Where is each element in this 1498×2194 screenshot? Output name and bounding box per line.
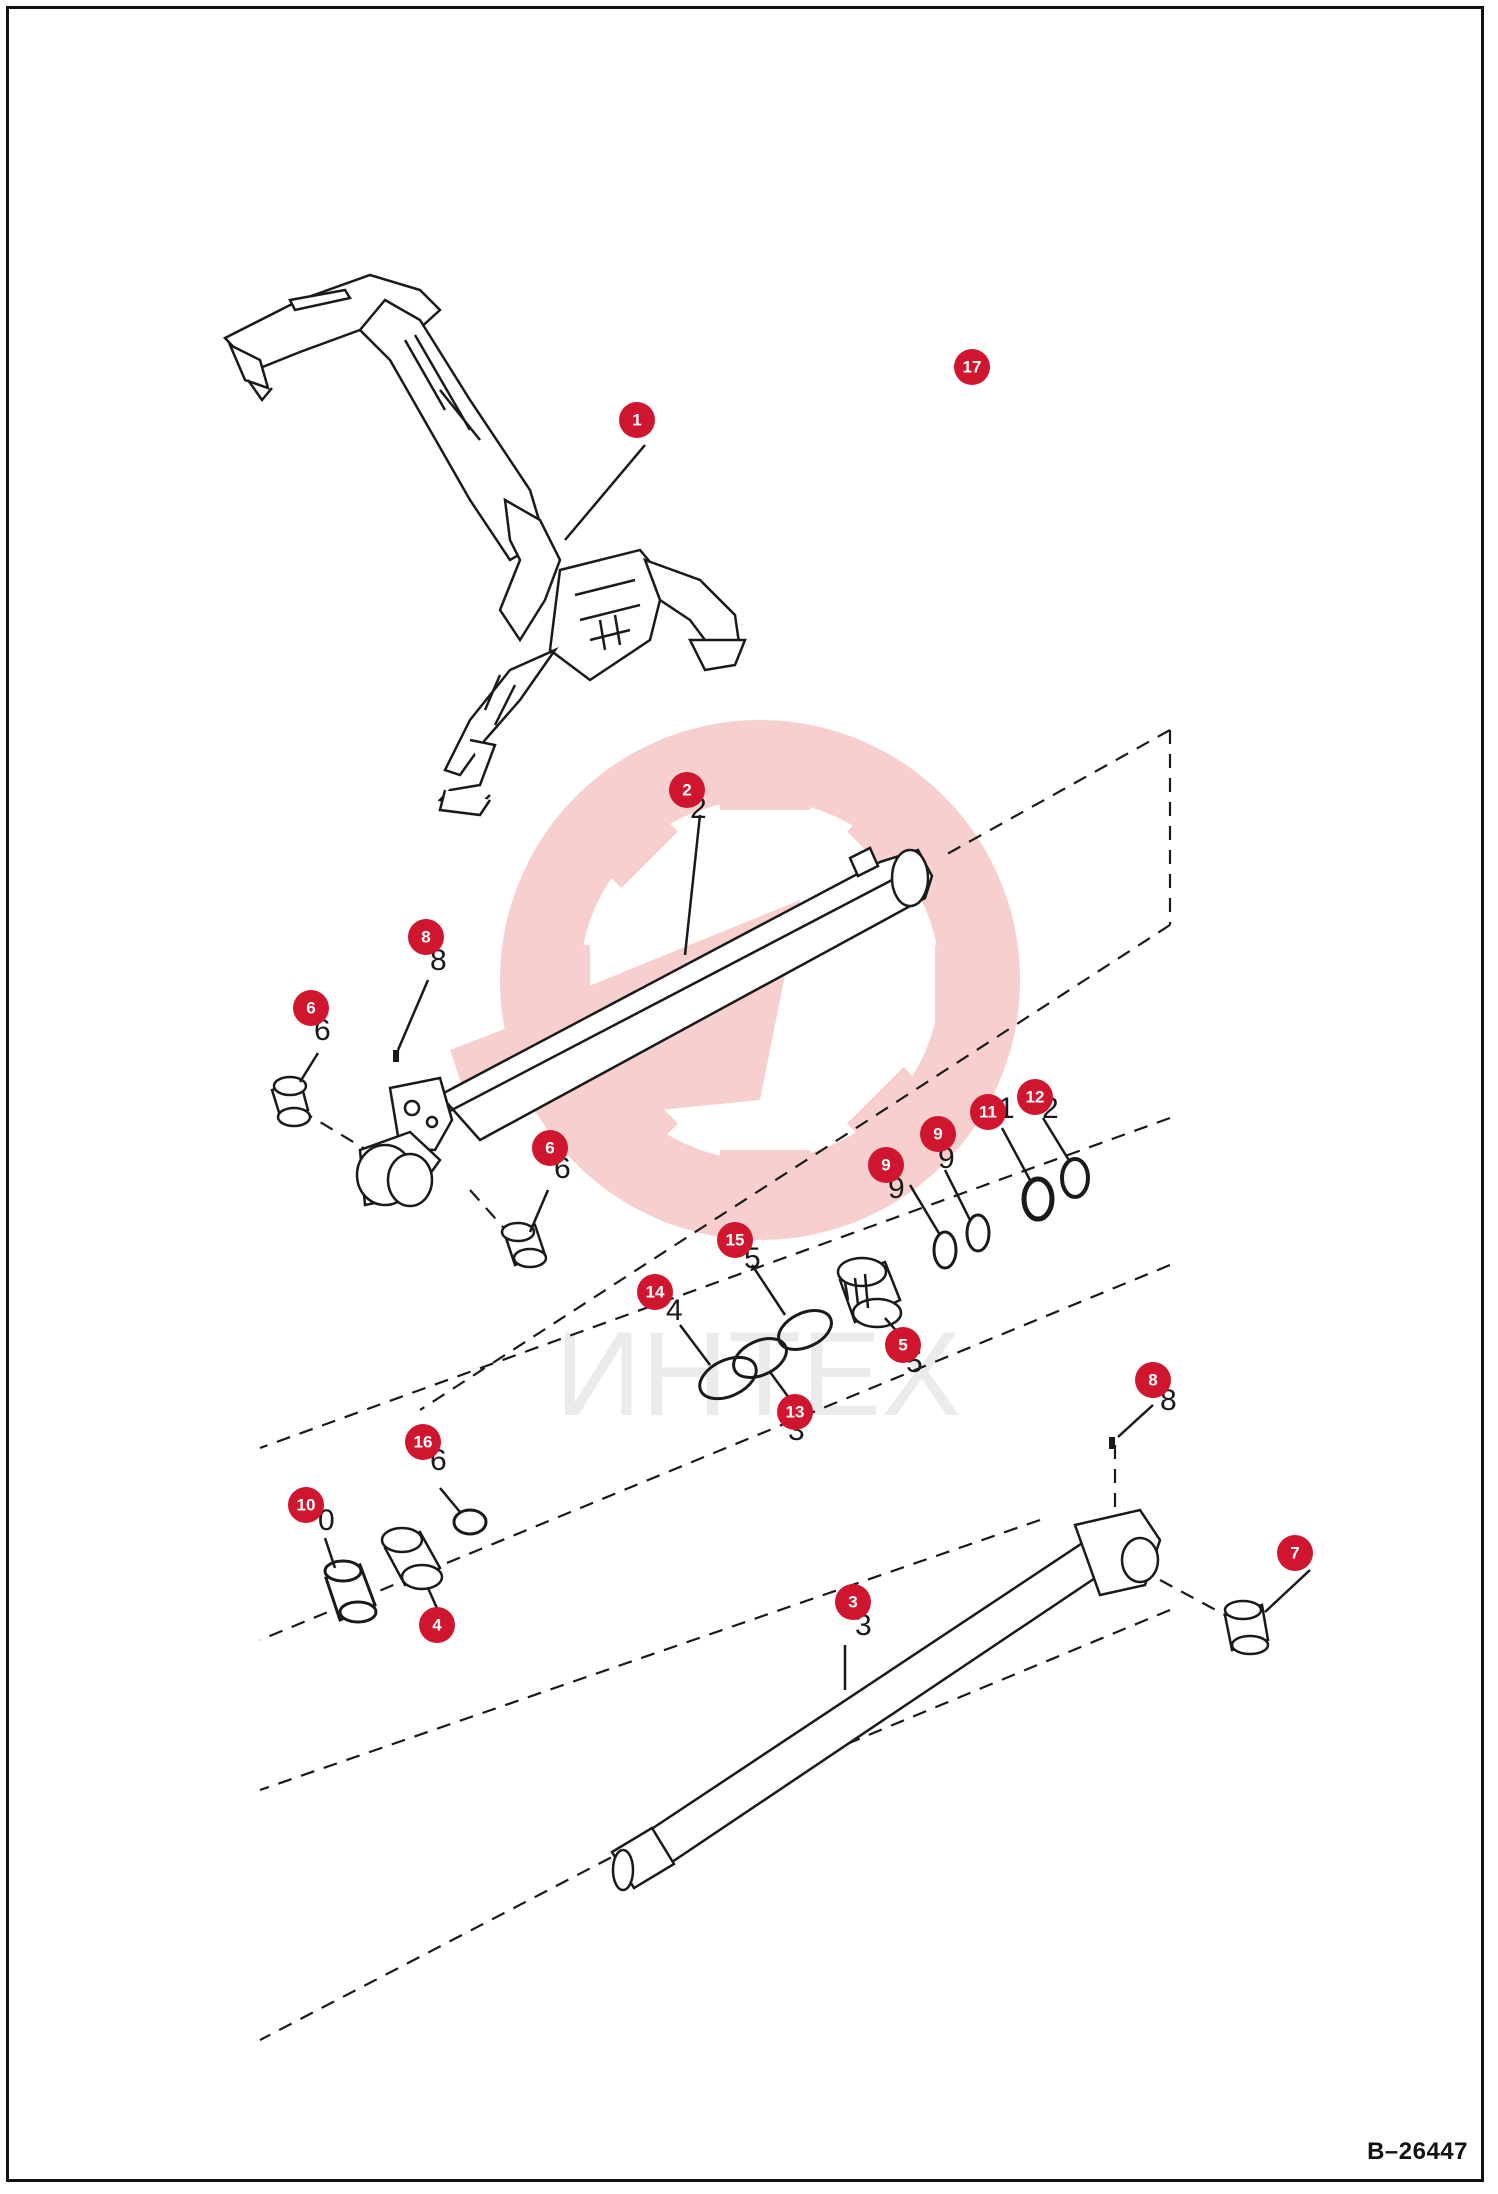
o-ring-16 <box>452 1508 488 1536</box>
callout-15[interactable]: 15 <box>717 1222 753 1258</box>
svg-text:8: 8 <box>1148 1371 1157 1390</box>
svg-text:13: 13 <box>786 1403 805 1422</box>
svg-text:2: 2 <box>682 781 691 800</box>
drawing-number: B–26447 <box>1367 2138 1468 2165</box>
piston-rod <box>610 1508 1162 1892</box>
barrel-bushing-left <box>270 1075 312 1128</box>
callout-8a[interactable]: 8 <box>408 919 444 955</box>
svg-text:12: 12 <box>1026 1088 1045 1107</box>
callout-6b[interactable]: 6 <box>532 1130 568 1166</box>
svg-text:15: 15 <box>726 1231 745 1250</box>
callout-7[interactable]: 7 <box>1277 1535 1313 1571</box>
svg-text:1: 1 <box>632 411 641 430</box>
callout-14[interactable]: 14 <box>637 1274 673 1310</box>
wear-ring <box>1021 1176 1055 1222</box>
callout-markers: 17 1 2 8 6 6 9 9 11 12 15 14 5 13 8 16 1… <box>288 349 1313 1643</box>
callout-2[interactable]: 2 <box>669 772 705 808</box>
snap-ring-b <box>965 1213 991 1253</box>
svg-text:10: 10 <box>297 1496 316 1515</box>
svg-text:6: 6 <box>306 999 315 1018</box>
callout-12[interactable]: 12 <box>1017 1079 1053 1115</box>
leader-lines <box>298 444 1311 1690</box>
svg-text:5: 5 <box>898 1336 907 1355</box>
svg-text:8: 8 <box>421 928 430 947</box>
svg-text:9: 9 <box>881 1156 890 1175</box>
callout-1[interactable]: 1 <box>619 402 655 438</box>
svg-text:16: 16 <box>414 1433 433 1452</box>
cylinder-barrel <box>355 846 934 1208</box>
callout-4[interactable]: 4 <box>419 1607 455 1643</box>
grease-fitting-top <box>393 1050 399 1062</box>
piston <box>836 1256 903 1329</box>
rod-bushing <box>1223 1599 1270 1656</box>
backhoe-assembly <box>222 273 747 817</box>
callout-9b[interactable]: 9 <box>920 1116 956 1152</box>
svg-text:4: 4 <box>432 1616 442 1635</box>
svg-text:6: 6 <box>545 1139 554 1158</box>
callout-5[interactable]: 5 <box>885 1327 921 1363</box>
svg-text:7: 7 <box>1290 1544 1299 1563</box>
drawn-digit-14: 4 <box>666 1294 683 1327</box>
rod-seal <box>1060 1157 1090 1199</box>
callout-8b[interactable]: 8 <box>1135 1362 1171 1398</box>
wiper-seal <box>323 1559 378 1624</box>
callout-13[interactable]: 13 <box>777 1394 813 1430</box>
callout-9a[interactable]: 9 <box>868 1147 904 1183</box>
callout-16[interactable]: 16 <box>405 1424 441 1460</box>
svg-text:17: 17 <box>963 358 982 377</box>
callout-17[interactable]: 17 <box>954 349 990 385</box>
cylinder-head <box>380 1526 444 1591</box>
svg-text:14: 14 <box>646 1283 665 1302</box>
svg-text:9: 9 <box>933 1125 942 1144</box>
barrel-bushing-right <box>500 1221 548 1269</box>
snap-ring-a <box>932 1230 958 1270</box>
callout-6a[interactable]: 6 <box>293 990 329 1026</box>
callout-10[interactable]: 10 <box>288 1487 324 1523</box>
callout-3[interactable]: 3 <box>835 1584 871 1620</box>
watermark-text: ИНТЕХ <box>555 1307 961 1441</box>
svg-text:11: 11 <box>979 1103 997 1122</box>
backup-ring-14 <box>698 1355 758 1401</box>
callout-11[interactable]: 11 <box>970 1094 1006 1130</box>
o-ring-15 <box>777 1309 833 1351</box>
svg-text:3: 3 <box>848 1593 857 1612</box>
grease-fitting-rod <box>1109 1437 1115 1449</box>
